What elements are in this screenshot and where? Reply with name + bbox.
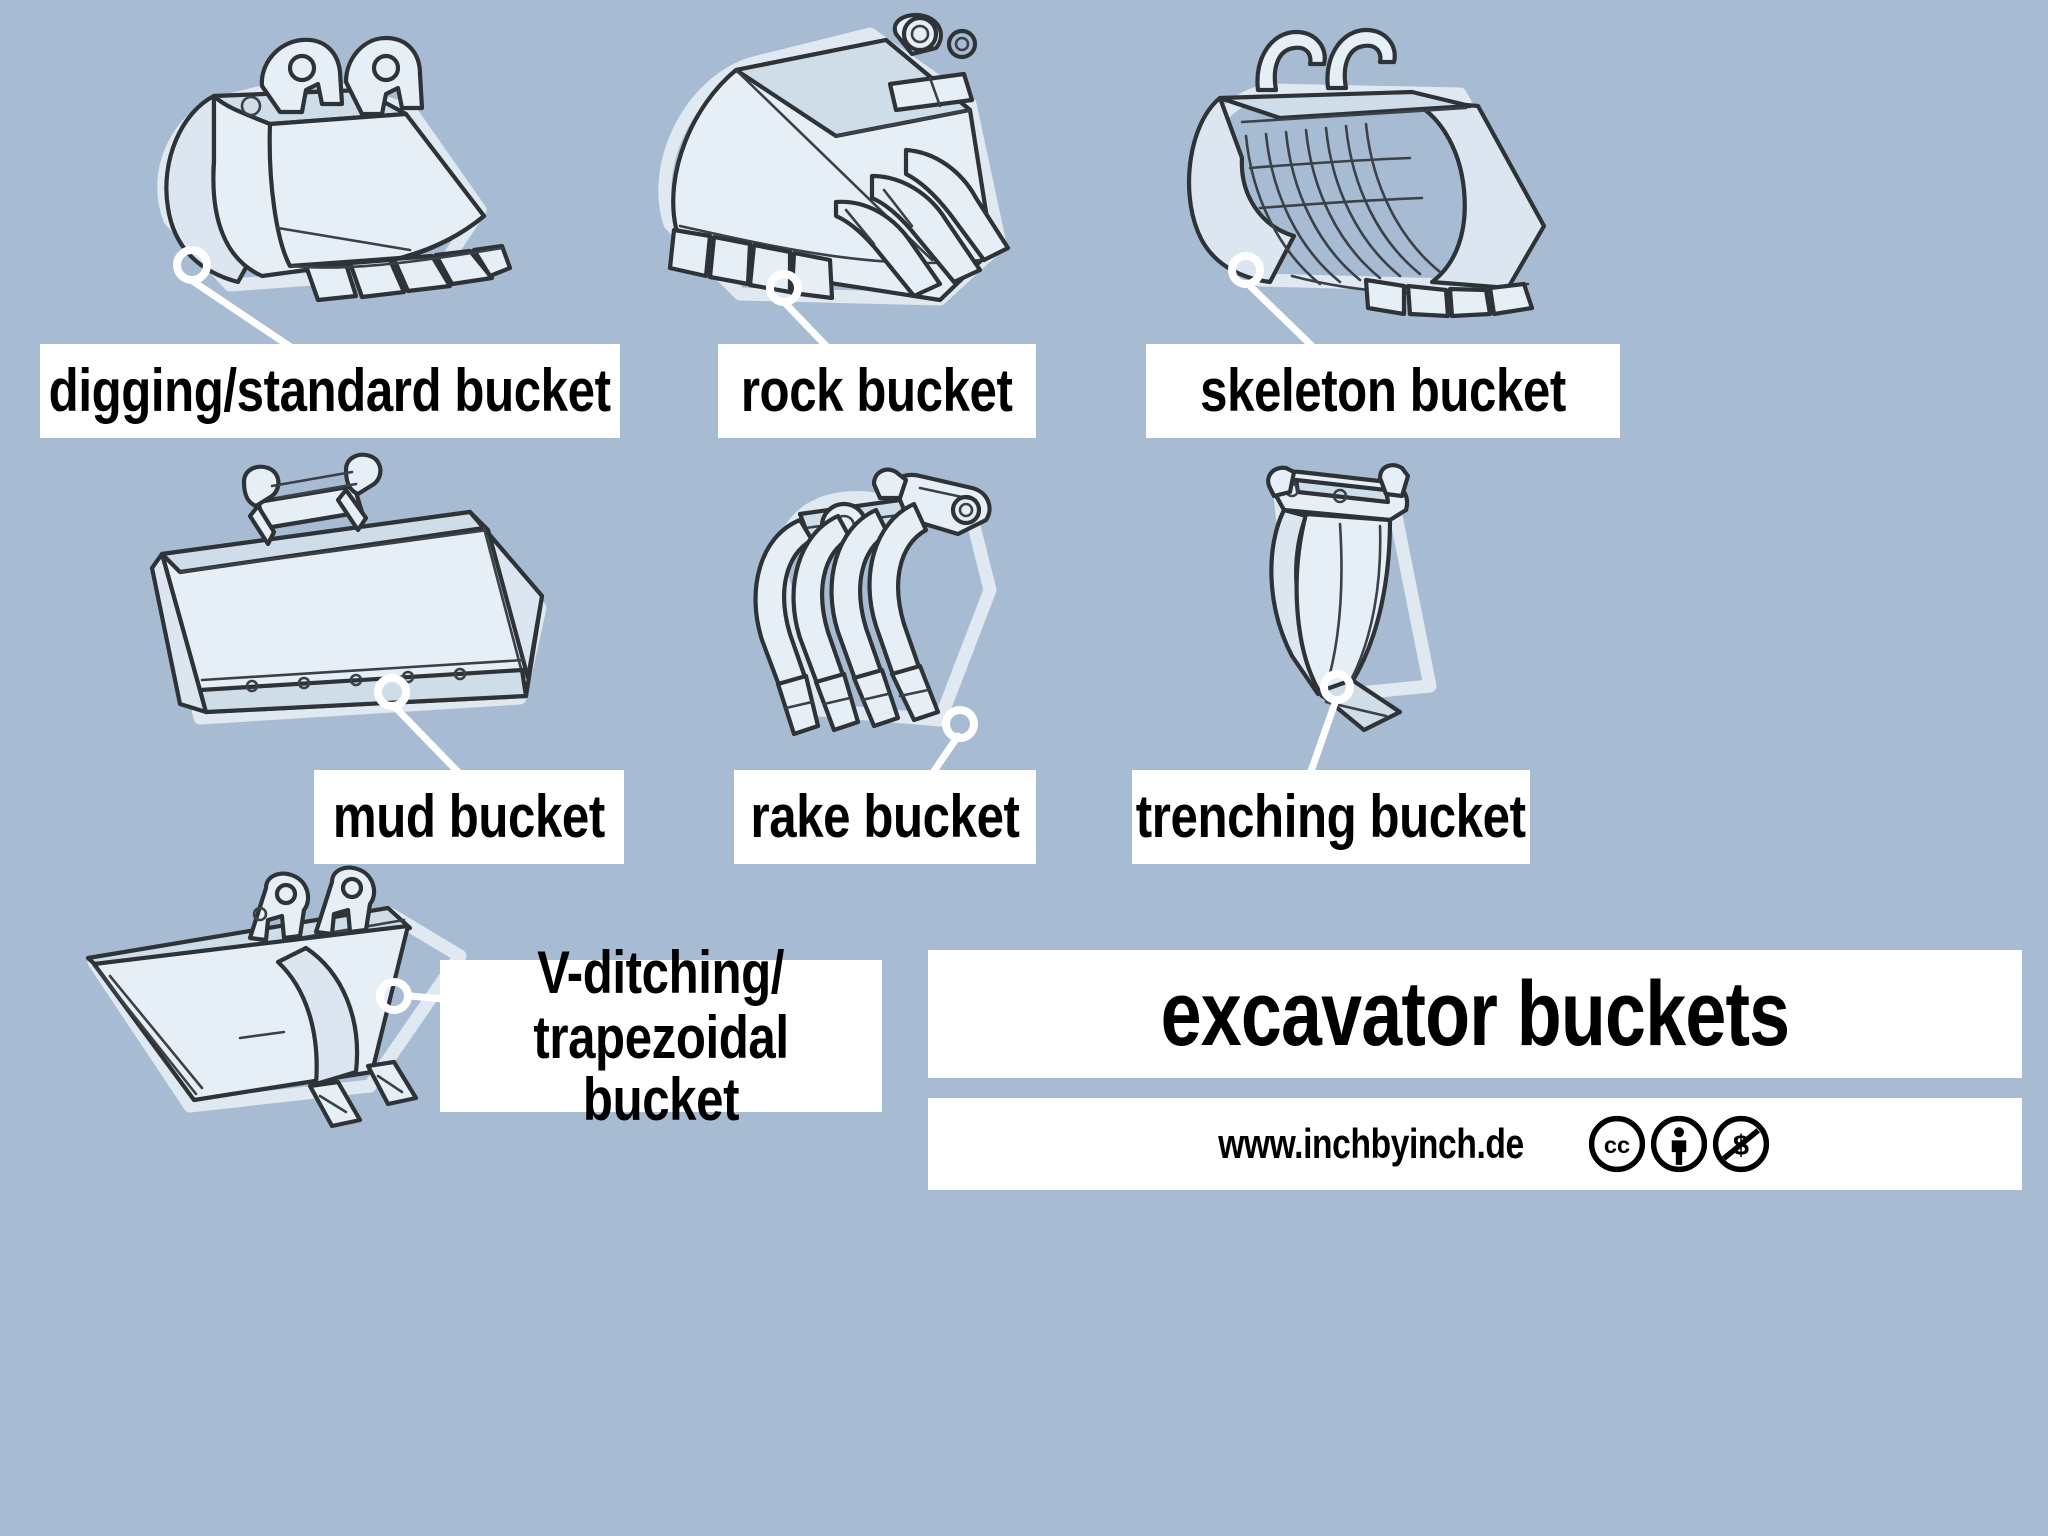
illustration-skeleton-bucket xyxy=(1160,18,1560,319)
label-plate-rock-bucket: rock bucket xyxy=(718,344,1036,438)
callout-ring-trenching-bucket xyxy=(1320,670,1354,704)
callout-ring-rake-bucket xyxy=(942,706,978,742)
label-rock-bucket: rock bucket xyxy=(741,357,1013,425)
website-url: www.inchbyinch.de xyxy=(1218,1120,1524,1167)
illustration-digging-standard-bucket xyxy=(110,20,513,310)
illustration-mud-bucket xyxy=(140,452,560,748)
label-plate-trenching-bucket: trenching bucket xyxy=(1132,770,1530,864)
label-plate-rake-bucket: rake bucket xyxy=(734,770,1036,864)
illustration-v-ditching-trapezoidal-bucket xyxy=(70,865,470,1136)
illustration-rake-bucket xyxy=(740,467,1020,760)
cc-badge-icon: cc xyxy=(1588,1115,1646,1173)
label-v-ditching-line1: V-ditching/ xyxy=(537,939,785,1007)
svg-text:cc: cc xyxy=(1604,1132,1630,1158)
label-digging-standard-bucket: digging/standard bucket xyxy=(49,357,611,425)
callout-ring-skeleton-bucket xyxy=(1228,252,1264,288)
label-plate-digging-standard-bucket: digging/standard bucket xyxy=(40,344,620,438)
callout-ring-digging-standard-bucket xyxy=(173,246,211,284)
label-v-ditching-line2: trapezoidal bucket xyxy=(533,1004,789,1133)
poster-footer-plate: www.inchbyinch.de cc $ xyxy=(928,1098,2022,1190)
label-plate-mud-bucket: mud bucket xyxy=(314,770,624,864)
by-badge-icon xyxy=(1650,1115,1708,1173)
nc-badge-icon: $ xyxy=(1712,1115,1770,1173)
callout-ring-rock-bucket xyxy=(766,270,802,306)
label-plate-skeleton-bucket: skeleton bucket xyxy=(1146,344,1620,438)
label-trenching-bucket: trenching bucket xyxy=(1136,783,1526,851)
illustration-trenching-bucket xyxy=(1240,463,1460,746)
poster-title-plate: excavator buckets xyxy=(928,950,2022,1078)
label-plate-v-ditching-trapezoidal-bucket: V-ditching/ trapezoidal bucket xyxy=(440,942,882,1130)
callout-ring-v-ditching-trapezoidal-bucket xyxy=(376,978,412,1014)
label-skeleton-bucket: skeleton bucket xyxy=(1200,357,1566,425)
illustration-rock-bucket xyxy=(640,12,1030,324)
poster-title: excavator buckets xyxy=(1160,962,1791,1065)
label-mud-bucket: mud bucket xyxy=(332,783,606,851)
license-badges: cc $ xyxy=(1588,1115,1770,1173)
callout-ring-mud-bucket xyxy=(374,674,410,710)
label-rake-bucket: rake bucket xyxy=(750,783,1020,851)
